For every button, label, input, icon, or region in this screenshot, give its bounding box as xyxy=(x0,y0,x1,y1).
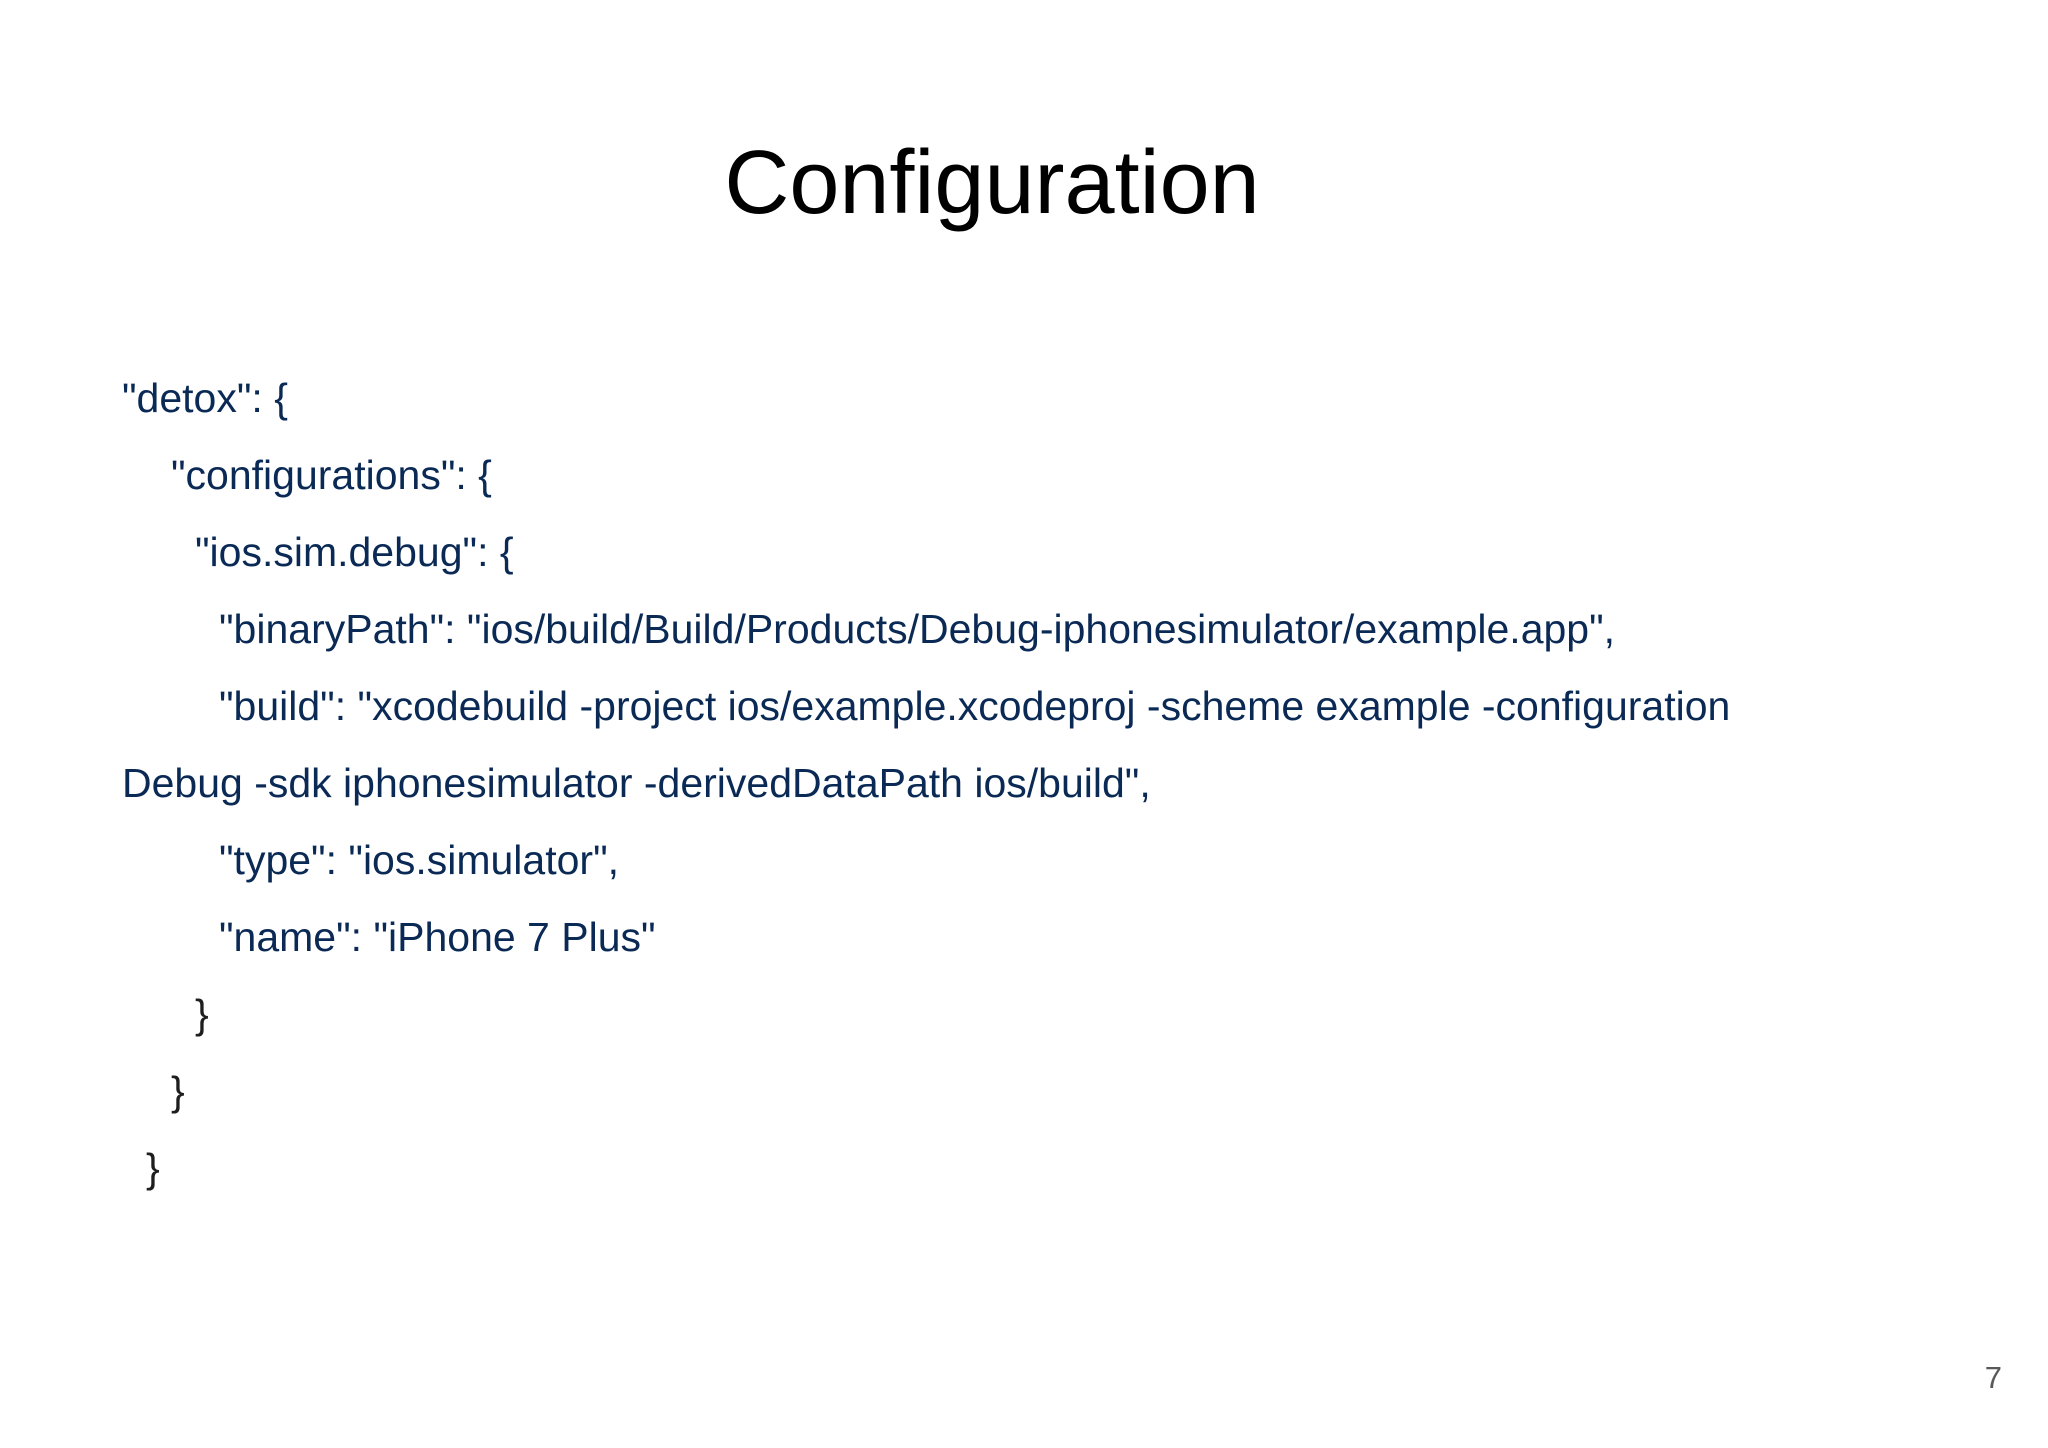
code-line: } xyxy=(171,1068,185,1114)
code-line: "configurations": { xyxy=(171,452,492,498)
code-line: "binaryPath": "ios/build/Build/Products/… xyxy=(219,606,1616,652)
code-line: } xyxy=(195,991,209,1037)
code-line: "name": "iPhone 7 Plus" xyxy=(219,914,656,960)
code-line: Debug -sdk iphonesimulator -derivedDataP… xyxy=(122,760,1151,806)
code-line: "detox": { xyxy=(122,375,288,421)
code-line: "type": "ios.simulator", xyxy=(219,837,620,883)
code-line: "build": "xcodebuild -project ios/exampl… xyxy=(219,683,1731,729)
slide-title: Configuration xyxy=(724,133,1260,233)
code-line: } xyxy=(146,1145,160,1191)
code-line: "ios.sim.debug": { xyxy=(195,529,514,575)
page-number: 7 xyxy=(1984,1360,2002,1395)
